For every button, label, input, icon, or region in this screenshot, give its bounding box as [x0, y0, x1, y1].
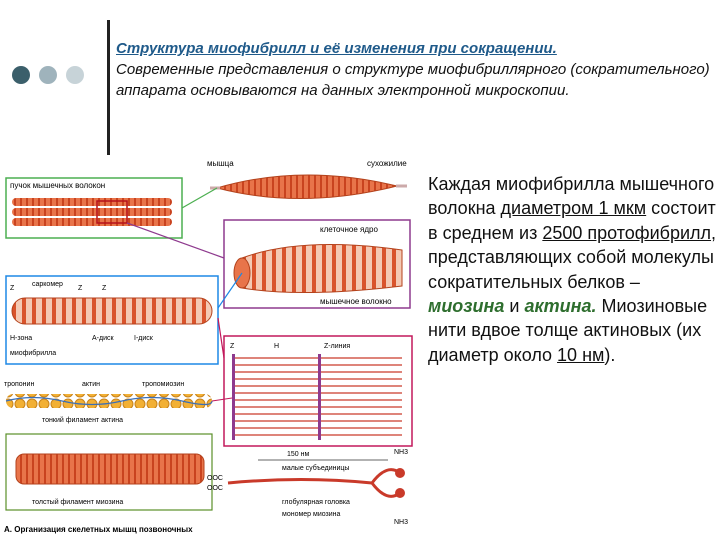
label-tropomyosin: тропомиозин	[142, 381, 184, 388]
label-h-right: H	[274, 343, 279, 350]
label-z-1: Z	[10, 285, 15, 292]
label-a-disk: A-диск	[92, 335, 114, 342]
label-myofibril: миофибрилла	[10, 349, 56, 357]
label-nh3-top: NH3	[394, 449, 408, 456]
label-i-disk: I-диск	[134, 335, 154, 342]
label-troponin: тропонин	[4, 381, 34, 388]
label-ooc-1: OOC	[207, 475, 223, 482]
dot-medium	[39, 66, 57, 84]
label-fiber: мышечное волокно	[320, 297, 392, 306]
nm-link: 10 нм	[557, 345, 604, 365]
diameter-link: диаметром 1 мкм	[501, 198, 647, 218]
thick-filament-drawing	[16, 454, 204, 484]
side-text-4: и	[504, 296, 524, 316]
connector-3	[218, 273, 242, 308]
figure-caption: А. Организация скелетных мышц позвоночны…	[4, 525, 193, 534]
label-thick-filament: толстый филамент миозина	[32, 498, 123, 506]
label-head: глобулярная головка	[282, 498, 350, 506]
connector-4	[218, 318, 224, 358]
decorative-dots	[12, 66, 84, 84]
muscle-structure-figure: мышца сухожилие пучок мышечных волокон к…	[2, 158, 422, 538]
label-nh3-bottom: NH3	[394, 519, 408, 526]
label-muscle: мышца	[207, 159, 234, 168]
connector-5	[212, 398, 232, 401]
label-tendon: сухожилие	[367, 159, 407, 168]
actin-term: актина.	[524, 296, 596, 316]
header-divider	[107, 20, 110, 155]
myosin-term: миозина	[428, 296, 504, 316]
label-sarcomere: саркомер	[32, 281, 63, 288]
label-h-zone: H-зона	[10, 335, 32, 342]
fiber-bundle-drawing	[12, 198, 172, 226]
dot-dark	[12, 66, 30, 84]
header: Структура миофибрилл и её изменения при …	[116, 38, 716, 101]
label-thin-filament: тонкий филамент актина	[42, 416, 123, 424]
label-150nm: 150 нм	[287, 451, 309, 458]
label-z-line: Z-линия	[324, 343, 350, 350]
fiber-drawing	[234, 245, 402, 293]
z-line-left	[232, 354, 235, 440]
slide-title: Структура миофибрилл и её изменения при …	[116, 40, 557, 57]
slide-intro: Современные представления о структуре ми…	[116, 61, 710, 99]
connector-1	[182, 188, 217, 208]
label-ooc-2: OOC	[207, 485, 223, 492]
label-z-3: Z	[102, 285, 107, 292]
side-text-6: ).	[604, 345, 615, 365]
connector-2	[127, 223, 224, 258]
myosin-molecule-drawing	[228, 468, 405, 498]
label-bundle: пучок мышечных волокон	[10, 181, 105, 190]
muscle-drawing	[210, 175, 407, 199]
label-actin: актин	[82, 381, 100, 388]
label-subunits: малые субъединицы	[282, 464, 349, 472]
label-z-right: Z	[230, 343, 235, 350]
z-line-mid	[318, 354, 321, 440]
dot-light	[66, 66, 84, 84]
label-z-2: Z	[78, 285, 83, 292]
label-monomer: мономер миозина	[282, 511, 341, 518]
myofibril-drawing	[12, 298, 212, 324]
protofibril-link: 2500 протофибрилл	[542, 223, 711, 243]
side-text: Каждая миофибрилла мышечного волокна диа…	[428, 172, 718, 367]
label-nucleus: клеточное ядро	[320, 225, 378, 234]
